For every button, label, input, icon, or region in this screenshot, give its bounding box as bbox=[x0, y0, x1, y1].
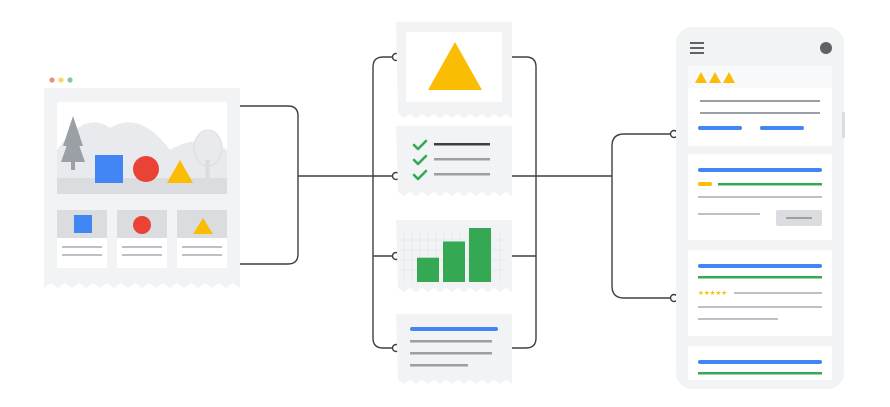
card-image bbox=[396, 22, 512, 118]
hero-triangle-icon bbox=[167, 160, 193, 183]
snippet-text-line bbox=[410, 352, 492, 355]
checkmark-icon bbox=[412, 169, 428, 181]
hamburger-menu-icon[interactable] bbox=[690, 42, 704, 54]
checkmark-icon bbox=[412, 139, 428, 151]
checklist-line bbox=[434, 158, 490, 161]
phone: ★★★★★ bbox=[676, 27, 845, 389]
connector-cards-left-bracket bbox=[372, 56, 396, 349]
thumb-circle-icon bbox=[133, 216, 151, 234]
connector-cards-right-bracket bbox=[512, 56, 537, 349]
checklist-line bbox=[434, 173, 490, 176]
connector-window-bottom bbox=[240, 176, 299, 265]
snippet-title-line bbox=[410, 327, 498, 331]
window-dot-green bbox=[67, 77, 73, 83]
hero-circle-icon bbox=[133, 156, 159, 182]
avatar-icon[interactable] bbox=[820, 42, 832, 54]
hero-square-icon bbox=[95, 155, 123, 183]
thumb-square-icon bbox=[74, 215, 92, 233]
chart-bar-3 bbox=[469, 228, 491, 282]
thumb-triangle-icon bbox=[193, 218, 213, 234]
connector-lines bbox=[240, 56, 674, 349]
rating-triangle-icon bbox=[695, 72, 707, 83]
connector-window-top bbox=[240, 105, 299, 176]
thumbnail-card-1 bbox=[57, 210, 107, 268]
connector-phone-bracket bbox=[611, 133, 674, 299]
rating-triangle-icon bbox=[723, 72, 735, 83]
chart-bar-2 bbox=[443, 241, 465, 282]
phone-card-4[interactable] bbox=[688, 346, 832, 380]
round-tree-icon bbox=[193, 129, 223, 179]
phone-link-pill[interactable] bbox=[760, 126, 804, 130]
card-checklist bbox=[396, 126, 512, 196]
phone-card-2[interactable] bbox=[688, 154, 832, 240]
thumbnail-card-2 bbox=[117, 210, 167, 268]
snippet-text-line bbox=[410, 340, 492, 343]
window-dot-yellow bbox=[58, 77, 64, 83]
phone-link-pill[interactable] bbox=[698, 126, 742, 130]
checkmark-icon bbox=[412, 154, 428, 166]
browser-window bbox=[44, 77, 240, 288]
star-rating: ★★★★★ bbox=[698, 289, 727, 297]
phone-card-3[interactable]: ★★★★★ bbox=[688, 250, 832, 336]
card-text-snippet bbox=[396, 314, 512, 384]
chart-bars bbox=[417, 228, 491, 282]
pine-tree-icon bbox=[61, 116, 85, 170]
triangle-icon bbox=[428, 42, 482, 90]
snippet-text-line bbox=[410, 364, 468, 367]
rating-triangle-icon bbox=[709, 72, 721, 83]
thumbnail-card-3 bbox=[177, 210, 227, 268]
window-dot-red bbox=[49, 77, 55, 83]
checklist-line bbox=[434, 143, 490, 146]
card-bar-chart bbox=[396, 220, 512, 292]
chart-bar-1 bbox=[417, 257, 439, 282]
phone-card-1[interactable] bbox=[688, 66, 832, 146]
